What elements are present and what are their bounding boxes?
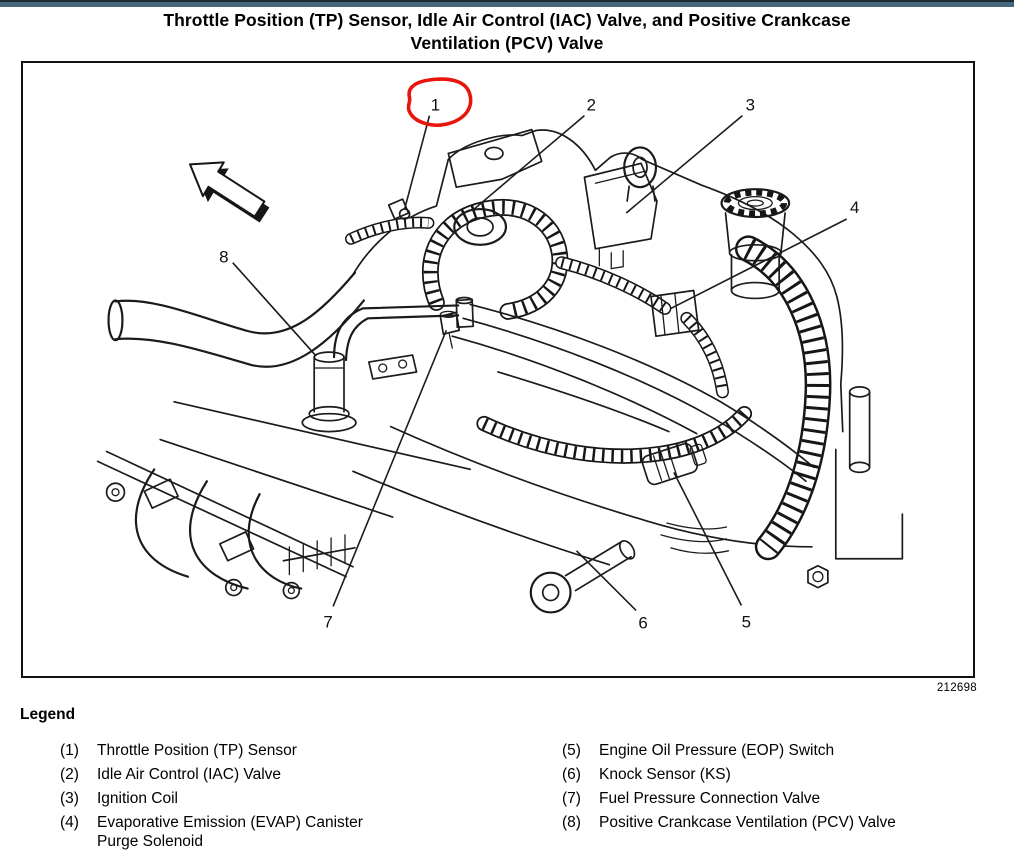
callout-number-7: 7	[323, 612, 332, 631]
engine-outline	[352, 129, 844, 433]
figure-ref-number: 212698	[936, 682, 977, 694]
wire-comb	[282, 534, 356, 576]
hex-bolt	[807, 564, 829, 589]
legend-item-8: (8) Positive Crankcase Ventilation (PCV)…	[562, 813, 896, 832]
legend-item-8-label: Positive Crankcase Ventilation (PCV) Val…	[599, 814, 896, 831]
front-direction-arrow-icon	[189, 161, 270, 223]
ignition-coil-body	[583, 162, 658, 270]
engine-artwork	[96, 128, 904, 614]
harness-conduit-right	[734, 235, 832, 561]
legend-item-2: (2) Idle Air Control (IAC) Valve	[60, 765, 402, 784]
radiator-hose	[107, 271, 365, 368]
legend-item-3-label: Ignition Coil	[97, 790, 178, 807]
coolant-cap	[720, 188, 791, 300]
wiring-loom-throttle	[421, 198, 569, 320]
legend-item-7: (7) Fuel Pressure Connection Valve	[562, 789, 896, 808]
knock-sensor	[529, 539, 636, 614]
wiring-loom-left	[344, 216, 435, 245]
legend-item-1-number: (1)	[60, 742, 79, 759]
engine-diagram: 1 2 3 4 5 6 7 8	[21, 61, 975, 678]
legend-item-8-number: (8)	[562, 814, 581, 831]
diagram-title-line1: Throttle Position (TP) Sensor, Idle Air …	[163, 10, 851, 30]
iac-valve-detail	[453, 207, 508, 246]
legend-header: Legend	[20, 706, 76, 723]
callout-number-1: 1	[431, 96, 440, 115]
legend-item-7-label: Fuel Pressure Connection Valve	[599, 790, 821, 807]
leader-line-8	[232, 262, 317, 357]
callout-number-6: 6	[638, 613, 647, 632]
spark-plug-wires	[96, 450, 354, 600]
callout-number-3: 3	[746, 96, 755, 115]
legend-item-4-label: Evaporative Emission (EVAP) Canister Pur…	[97, 814, 363, 850]
throttle-bracket	[447, 128, 543, 189]
window-top-bar	[0, 0, 1014, 7]
leader-line-4	[670, 218, 848, 310]
diagram-title-line2: Ventilation (PCV) Valve	[410, 33, 604, 54]
leader-line-3	[625, 115, 743, 214]
diagram-title: Throttle Position (TP) Sensor, Idle Air …	[0, 9, 1014, 55]
legend-item-4-number: (4)	[60, 814, 79, 831]
legend-item-6-number: (6)	[562, 766, 581, 783]
legend-item-4: (4) Evaporative Emission (EVAP) Canister…	[60, 813, 402, 851]
evap-solenoid	[650, 289, 700, 338]
eop-switch	[641, 442, 707, 486]
callout-number-8: 8	[219, 248, 228, 267]
callout-number-2: 2	[587, 96, 596, 115]
legend-item-7-number: (7)	[562, 790, 581, 807]
legend-item-5-label: Engine Oil Pressure (EOP) Switch	[599, 742, 835, 759]
legend-item-5-number: (5)	[562, 742, 581, 759]
right-bracket	[834, 386, 904, 560]
leader-line-6	[575, 550, 637, 611]
leader-line-1	[403, 115, 431, 210]
legend-column-right: (5) Engine Oil Pressure (EOP) Switch (6)…	[562, 741, 896, 837]
legend-item-5: (5) Engine Oil Pressure (EOP) Switch	[562, 741, 896, 760]
harness-spiral-small	[680, 311, 729, 399]
callout-number-4: 4	[850, 198, 859, 217]
wiring-loom-coil	[555, 256, 672, 315]
mounting-plate	[367, 354, 418, 380]
legend-item-2-label: Idle Air Control (IAC) Valve	[97, 766, 282, 783]
legend-item-1-label: Throttle Position (TP) Sensor	[97, 742, 297, 759]
legend-item-1: (1) Throttle Position (TP) Sensor	[60, 741, 402, 760]
fuel-lines	[451, 303, 815, 483]
callout-number-5: 5	[742, 612, 751, 631]
fuel-pressure-valve	[439, 310, 461, 349]
engine-line-art: 1 2 3 4 5 6 7 8	[96, 77, 904, 633]
pcv-valve	[301, 296, 475, 433]
leader-lines	[232, 115, 848, 611]
legend-item-2-number: (2)	[60, 766, 79, 783]
harness-band-lower	[476, 406, 753, 464]
legend-item-3-number: (3)	[60, 790, 79, 807]
leader-line-5	[673, 471, 743, 606]
callout-1-red-circle-annotation	[406, 77, 473, 127]
legend-item-6: (6) Knock Sensor (KS)	[562, 765, 896, 784]
leader-line-7	[332, 329, 448, 607]
leader-line-2	[473, 115, 585, 210]
legend-item-3: (3) Ignition Coil	[60, 789, 402, 808]
legend-column-left: (1) Throttle Position (TP) Sensor (2) Id…	[60, 741, 402, 856]
callout-numbers: 1 2 3 4 5 6 7 8	[219, 96, 859, 633]
shading-arcs	[660, 522, 730, 554]
legend-item-6-label: Knock Sensor (KS)	[599, 766, 731, 783]
